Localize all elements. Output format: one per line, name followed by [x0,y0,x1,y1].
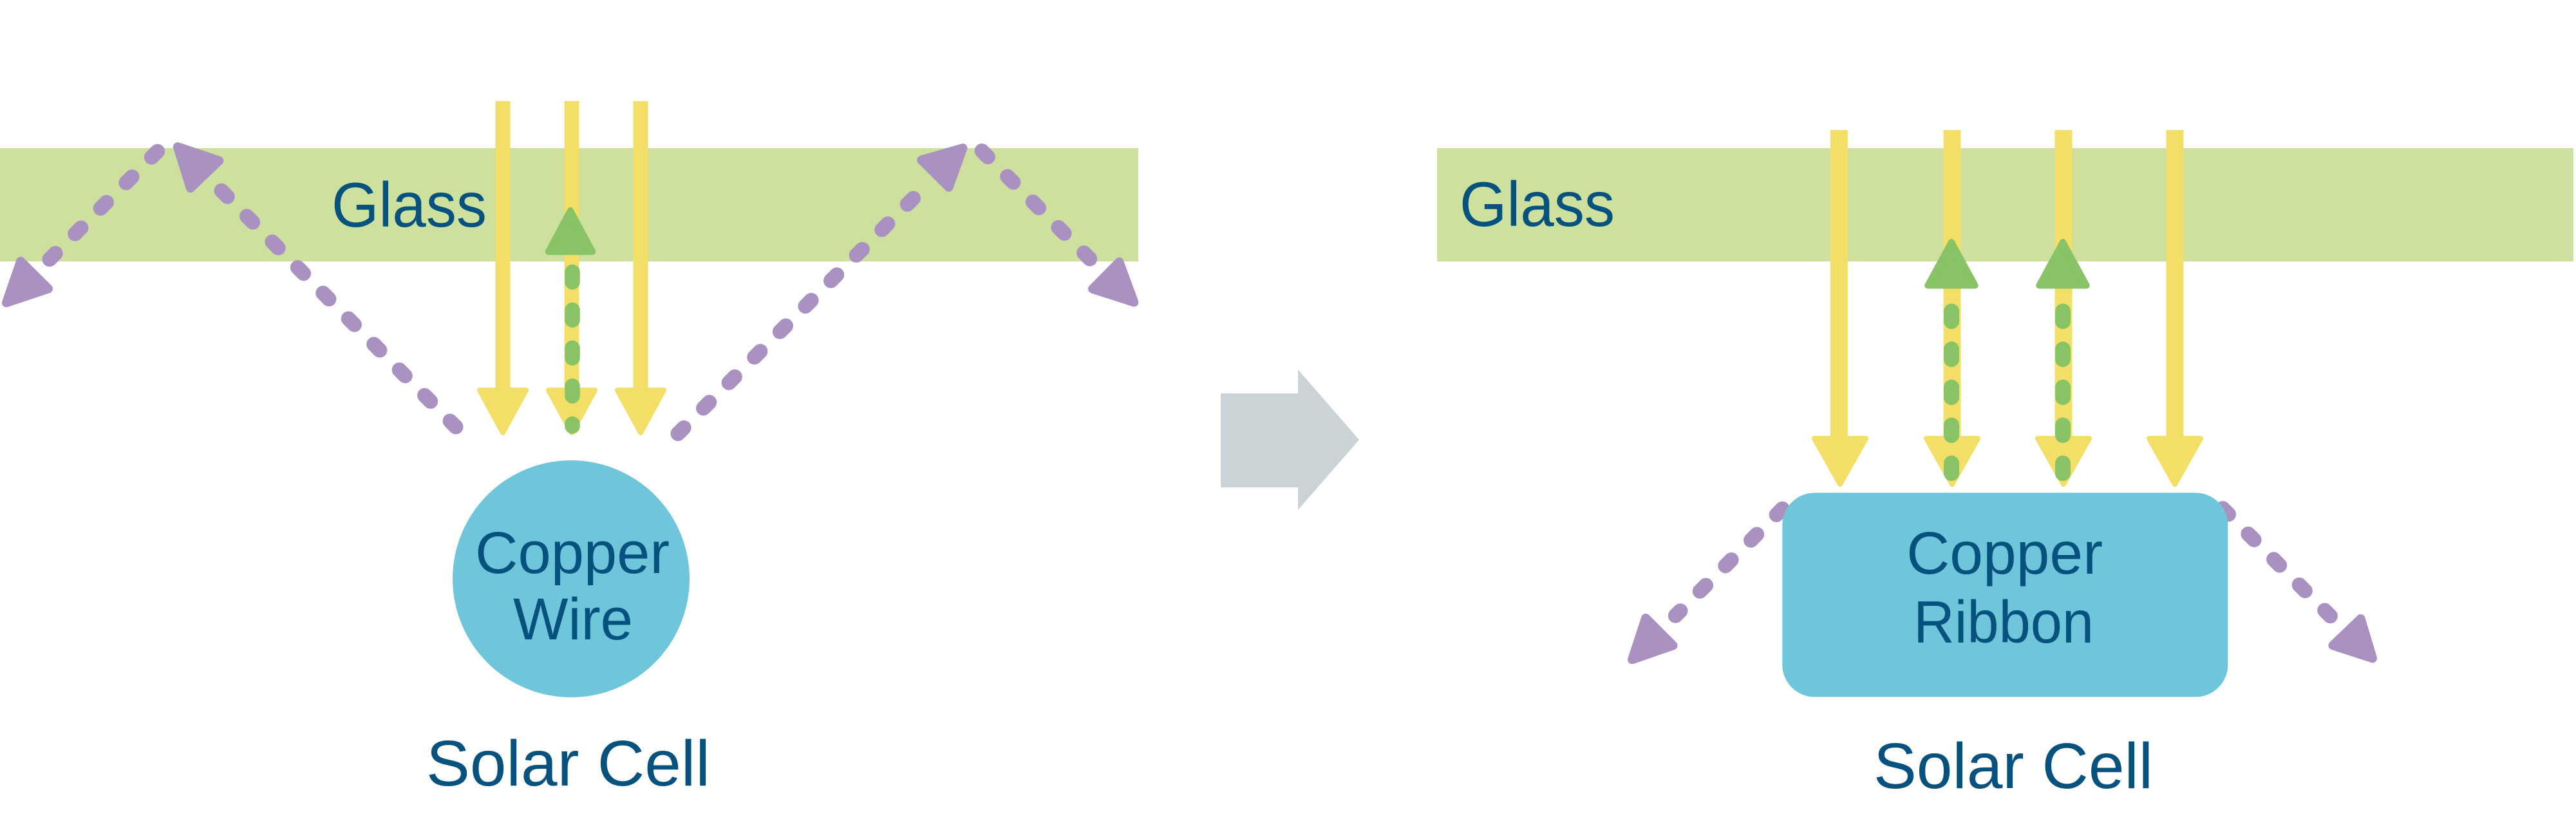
svg-text:Wire: Wire [513,587,633,652]
svg-text:Glass: Glass [1460,169,1615,240]
svg-text:Solar Cell: Solar Cell [1874,730,2153,802]
svg-text:Copper: Copper [1906,520,2103,587]
svg-text:Solar Cell: Solar Cell [426,728,710,800]
svg-text:Ribbon: Ribbon [1913,588,2094,655]
svg-text:Copper: Copper [475,520,670,586]
svg-text:Glass: Glass [332,169,487,240]
